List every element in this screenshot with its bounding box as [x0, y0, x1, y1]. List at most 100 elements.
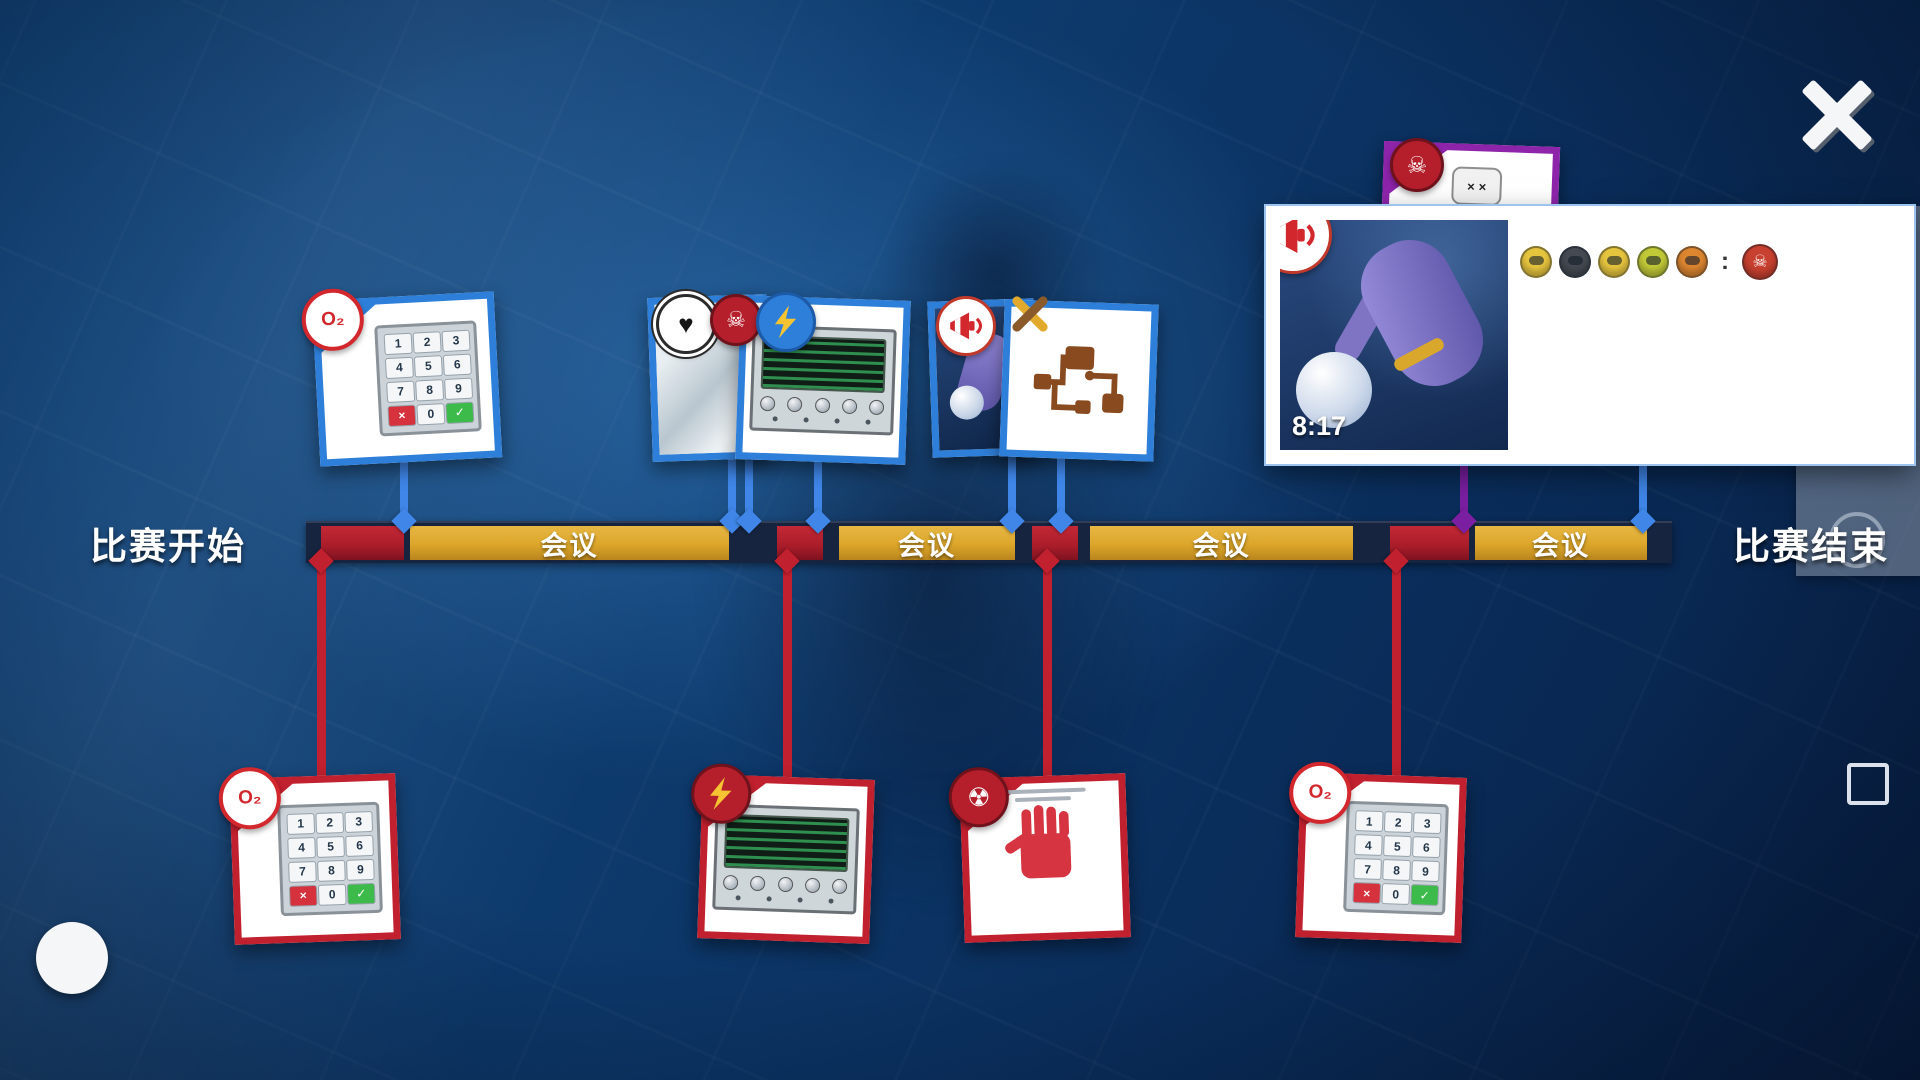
keypad-key: 3: [344, 810, 374, 833]
bolt-icon: [710, 777, 732, 810]
diver-helmet: [949, 384, 985, 421]
light-icon: [735, 895, 741, 901]
light-icon: [797, 897, 803, 903]
megaphone-glyph: [1280, 220, 1315, 253]
task-card-o2-top[interactable]: O₂ 1 2 3 4 5 6 7 8 9 × 0 ✓: [300, 287, 503, 467]
match-timeline-bar[interactable]: 会议 会议 会议 会议: [306, 521, 1672, 563]
task-card-o2-bottom-1[interactable]: O₂ 1 2 3 4 5 6 7 8 9 × 0 ✓: [217, 766, 401, 945]
voter-icon: [1637, 246, 1669, 278]
keypad-key: 7: [288, 860, 317, 883]
dead-player-image: 8:17: [1280, 220, 1508, 450]
match-start-label: 比赛开始: [90, 526, 246, 567]
o2-label: O₂: [237, 786, 262, 809]
knob-icon: [841, 398, 858, 415]
panel-lights: [760, 416, 884, 425]
knob-icon: [722, 874, 739, 891]
keypad-key: 8: [317, 859, 346, 882]
panel-knobs: [759, 395, 885, 416]
connector-line-blue: [728, 440, 736, 521]
meeting-segment[interactable]: 会议: [1475, 526, 1647, 561]
red-hand-image: [1005, 805, 1072, 879]
meeting-segment-label: 会议: [540, 530, 599, 561]
danger-segment[interactable]: [321, 526, 404, 560]
text-line: [1014, 796, 1071, 803]
electrical-icon: [690, 762, 753, 825]
visor-icon: [1606, 256, 1622, 265]
visor-icon: [1567, 256, 1583, 265]
meeting-segment[interactable]: 会议: [410, 526, 729, 561]
diver-helmet: [1296, 352, 1372, 428]
stop-button[interactable]: [1847, 763, 1889, 805]
keypad-cancel-key: ×: [288, 884, 318, 907]
keypad-key: 8: [1382, 859, 1411, 882]
knob-icon: [759, 395, 776, 412]
voter-icon: [1559, 246, 1591, 278]
connector-line-blue: [1057, 438, 1065, 521]
task-card-o2-bottom-2[interactable]: O₂ 1 2 3 4 5 6 7 8 9 × 0 ✓: [1288, 760, 1467, 943]
keypad-key: 0: [1381, 883, 1411, 906]
panel-knobs: [722, 874, 848, 895]
vote-row: : ☠: [1520, 220, 1900, 280]
visor-icon: [1645, 256, 1661, 265]
keypad-key: 0: [416, 402, 446, 426]
heartbeat-icon: ♥: [656, 294, 716, 354]
meeting-detail-popup[interactable]: 8:17 : ☠: [1264, 204, 1916, 466]
light-icon: [865, 419, 871, 425]
connector-line-red: [1043, 561, 1052, 801]
keypad-cancel-key: ×: [387, 404, 417, 427]
knob-icon: [787, 396, 803, 413]
voter-icon: [1676, 246, 1708, 278]
tools-icon: [1004, 288, 1056, 340]
knob-icon: [750, 875, 766, 892]
knob-icon: [777, 876, 793, 893]
voter-icon: [1598, 246, 1630, 278]
voter-icon: [1520, 246, 1552, 278]
light-icon: [834, 418, 840, 424]
keypad-key: 1: [383, 332, 413, 355]
visor-icon: [1528, 256, 1544, 265]
keypad-key: 2: [315, 811, 345, 834]
keypad-key: 6: [442, 353, 472, 376]
keypad-key: 1: [1354, 810, 1384, 833]
keypad-key: 7: [386, 380, 416, 403]
task-card-handprint[interactable]: ☢: [947, 766, 1131, 943]
task-card-electrical-bottom[interactable]: [690, 762, 875, 944]
connector-line-red: [1392, 561, 1401, 801]
keypad-image: 1 2 3 4 5 6 7 8 9 × 0 ✓: [374, 319, 482, 436]
meeting-segment[interactable]: 会议: [1090, 526, 1353, 561]
meeting-segment-label: 会议: [1532, 530, 1590, 561]
keypad-confirm-key: ✓: [346, 882, 376, 905]
cursor-dot-button[interactable]: [36, 922, 108, 994]
megaphone-icon: [1280, 220, 1332, 274]
keypad-image: 1 2 3 4 5 6 7 8 9 × 0 ✓: [277, 801, 383, 916]
connector-line-blue: [1639, 458, 1647, 521]
knob-icon: [814, 397, 830, 414]
knob-icon: [804, 877, 821, 894]
meeting-segment-label: 会议: [1192, 530, 1251, 561]
light-icon: [766, 896, 772, 902]
meeting-segment-label: 会议: [898, 530, 956, 561]
connector-line-purple: [1460, 458, 1468, 521]
connector-line-red: [783, 561, 792, 801]
electrical-icon: [756, 292, 816, 352]
keypad-key: 4: [287, 836, 316, 859]
skull-icon: ☠: [1390, 138, 1444, 192]
close-button[interactable]: [1800, 78, 1874, 152]
keypad-key: 5: [1383, 835, 1412, 858]
knob-icon: [868, 399, 885, 416]
megaphone-glyph: [950, 312, 983, 340]
task-card-wiring[interactable]: [999, 299, 1159, 462]
keypad-cancel-key: ×: [1352, 882, 1382, 905]
megaphone-icon: [936, 296, 996, 356]
connector-line-blue: [1008, 434, 1016, 521]
danger-segment[interactable]: [1390, 526, 1469, 560]
o2-label: O₂: [1308, 781, 1333, 804]
x-eye-icon: ×: [1478, 178, 1487, 195]
light-icon: [828, 898, 834, 904]
match-end-label: 比赛结束: [1733, 526, 1889, 567]
meeting-segment[interactable]: 会议: [839, 526, 1015, 561]
text-line: [999, 787, 1086, 795]
keypad-key: 6: [345, 834, 374, 857]
connector-line-red: [317, 561, 326, 801]
